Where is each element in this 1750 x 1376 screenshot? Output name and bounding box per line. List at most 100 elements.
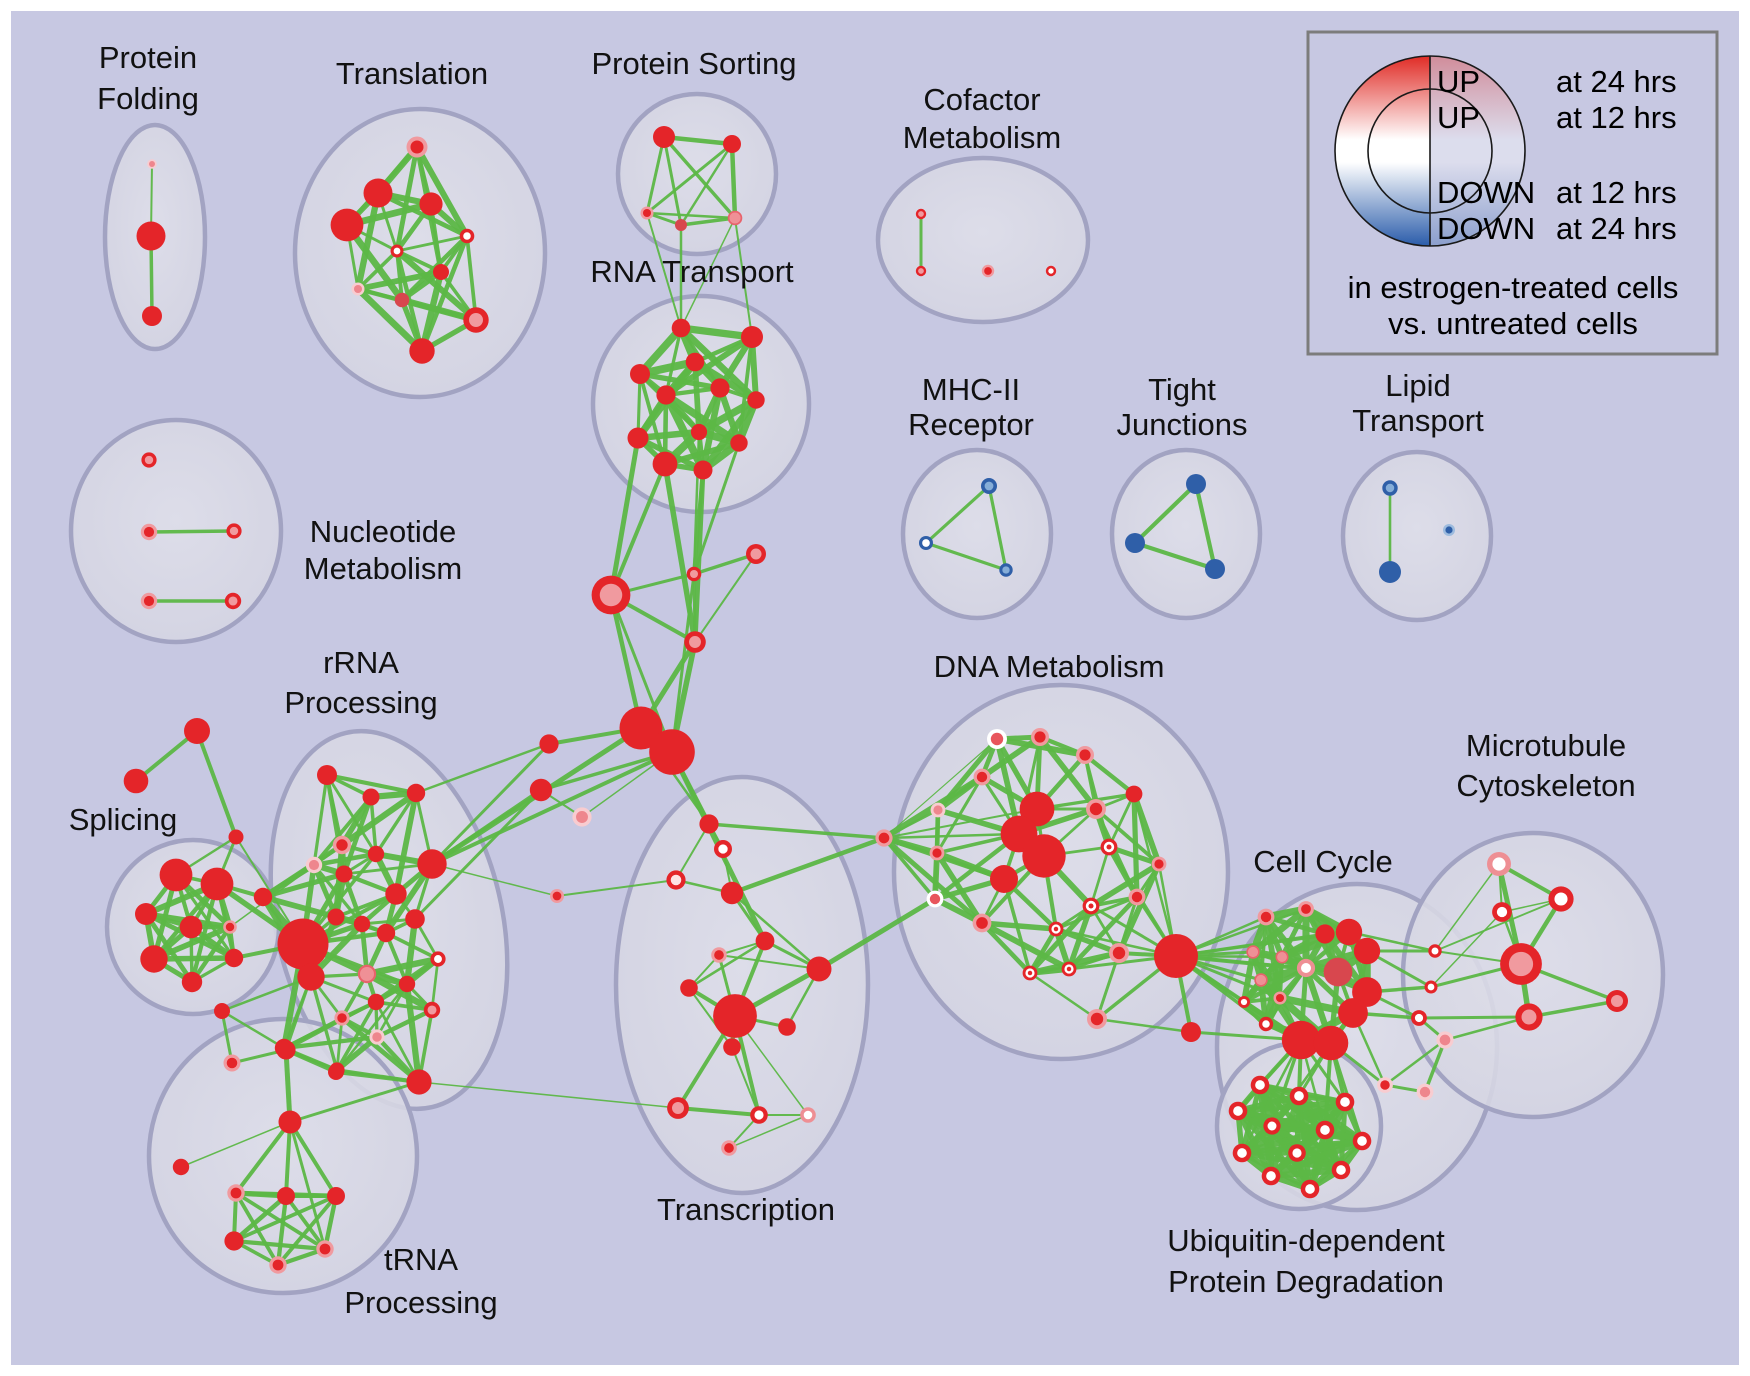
cluster-ellipse-tight-junctions: [1109, 447, 1263, 621]
node-r15: [357, 964, 377, 984]
edge-tl1-tl5: [414, 144, 470, 239]
node-d2: [1031, 728, 1049, 746]
node-h2: [746, 544, 766, 564]
node-r20: [369, 1029, 385, 1045]
node-r7: [335, 865, 353, 883]
node-nm5: [224, 592, 242, 610]
edge-rt3-rt8: [692, 359, 702, 435]
node-g1: [277, 918, 329, 970]
label-trna-processing-line2: Processing: [344, 1285, 497, 1320]
node-ps2: [723, 135, 741, 153]
node-g2: [297, 963, 325, 991]
edge-q1-r21: [220, 1009, 286, 1050]
node-tr11: [721, 1140, 737, 1156]
edge-d24-d12: [1132, 792, 1178, 958]
edge-c21-c22: [1383, 1038, 1447, 1087]
node-tl5: [459, 228, 475, 244]
edge-ps4-ps5: [679, 216, 737, 227]
edge-d2-d4: [979, 734, 1043, 780]
node-u5: [1263, 1117, 1281, 1135]
node-nm1: [141, 452, 157, 468]
edge-c21-c23: [1423, 1038, 1447, 1094]
node-mh1: [981, 478, 997, 494]
edge-rt1-rt2: [677, 324, 756, 341]
cluster-ellipse-transcription: [613, 774, 871, 1196]
node-c6: [1254, 973, 1268, 987]
edge-m5-c20: [1417, 1015, 1531, 1020]
node-r2: [362, 788, 380, 806]
node-d18: [972, 913, 992, 933]
legend-term-3: DOWN: [1437, 175, 1535, 210]
node-d7: [929, 845, 945, 861]
edge-x3-x1: [675, 823, 710, 881]
edge-tr3-tr7: [688, 987, 733, 1048]
edge-tj1-tj2: [1132, 481, 1199, 546]
edge-tl10-tl8: [355, 286, 479, 323]
legend-box: [1306, 30, 1719, 356]
edge-tr2-tr4: [718, 954, 820, 970]
legend-time-3: at 12 hrs: [1556, 175, 1677, 210]
edge-tr7-tr9: [731, 1046, 760, 1116]
node-r16: [398, 975, 416, 993]
node-q3: [276, 1040, 296, 1060]
edge-r3-r6: [374, 791, 418, 856]
node-c12: [1353, 937, 1381, 965]
edge-q5-k5: [288, 1120, 327, 1251]
node-r1: [317, 765, 337, 785]
node-r5: [305, 856, 323, 874]
node-tr8: [667, 1097, 689, 1119]
edge-nm2-nm3: [147, 529, 236, 534]
node-u1: [1250, 1075, 1270, 1095]
node-d25: [1181, 1022, 1201, 1042]
edge-r23-tr8: [418, 1081, 679, 1109]
node-c15: [1338, 998, 1368, 1028]
node-ab1: [539, 734, 559, 754]
node-tr7: [723, 1038, 741, 1056]
edge-q5-q6: [180, 1121, 291, 1168]
edge-d26-d22: [1028, 971, 1099, 1021]
edge-s5-r4: [229, 844, 343, 928]
edge-s5-s7: [189, 924, 233, 985]
edge-c2-c4: [1279, 906, 1309, 960]
edge-r1-r6: [325, 773, 378, 856]
nodes: [123, 126, 1628, 1274]
label-transcription-line1: Transcription: [657, 1192, 835, 1227]
edge-rt10-rt5: [662, 391, 743, 447]
node-lt3: [1443, 524, 1455, 536]
node-r10: [327, 908, 345, 926]
edge-q5-k1: [234, 1120, 292, 1195]
edge-c16-u8: [1240, 1038, 1303, 1155]
node-s3: [135, 903, 157, 925]
edge-ps1-ps3: [645, 135, 666, 215]
node-rt6: [710, 378, 730, 398]
node-rt2: [741, 326, 763, 348]
node-c16: [1281, 1020, 1321, 1060]
edge-ps2-ps5: [729, 141, 738, 221]
node-r23: [406, 1069, 432, 1095]
edge-r19-r20: [374, 1007, 435, 1040]
node-r11: [353, 915, 371, 933]
node-ps1: [653, 126, 675, 148]
edge-rt8-h1: [692, 430, 701, 576]
edge-rt10-rt11: [662, 440, 742, 467]
edge-r22-g2: [309, 975, 339, 1072]
edge-d14-d19: [1089, 845, 1111, 908]
edge-tl5-tl10: [465, 234, 478, 322]
node-t1: [619, 706, 663, 750]
node-c10: [1315, 924, 1335, 944]
node-pf1: [147, 159, 157, 169]
node-ps3: [640, 206, 654, 220]
node-f3: [228, 829, 244, 845]
node-tl3: [419, 192, 443, 216]
node-ab3: [572, 807, 592, 827]
node-c22: [1377, 1077, 1393, 1093]
node-tr5: [713, 994, 757, 1038]
label-cofactor-metabolism-line1: Cofactor: [923, 82, 1040, 117]
node-r4: [332, 835, 352, 855]
node-u9: [1288, 1144, 1306, 1162]
node-pf2: [136, 221, 166, 251]
node-cf3: [981, 264, 995, 278]
node-k4: [224, 1231, 244, 1251]
edge-r3-r9: [393, 790, 419, 897]
